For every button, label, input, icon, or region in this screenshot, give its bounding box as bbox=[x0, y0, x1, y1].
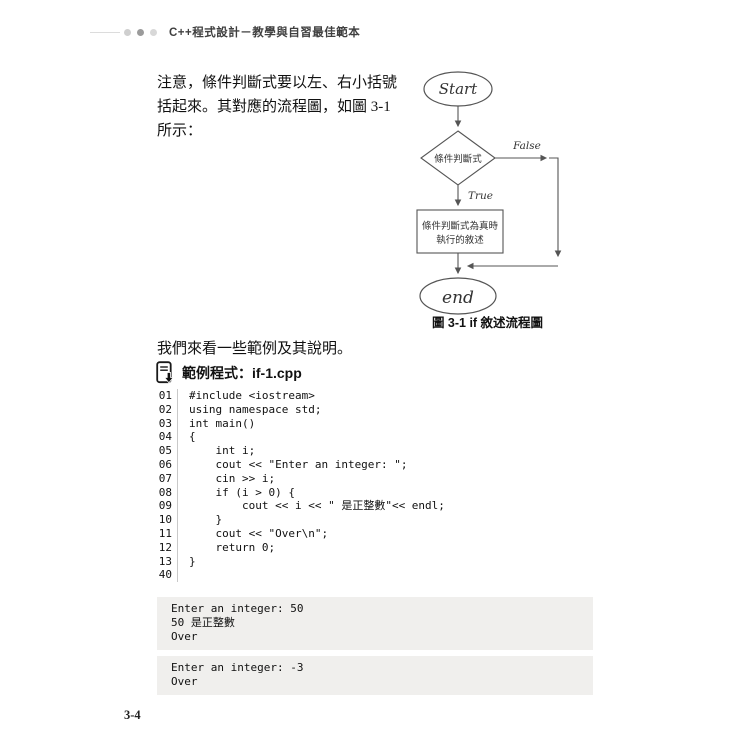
code-line: 09 cout << i << " 是正整數"<< endl; bbox=[158, 499, 445, 514]
example-title: 範例程式：if-1.cpp bbox=[182, 364, 302, 381]
code-line: 08 if (i > 0) { bbox=[158, 485, 295, 500]
output-line: Enter an integer: -3 bbox=[171, 661, 304, 674]
false-label: False bbox=[512, 140, 541, 152]
example-heading: 範例程式：if-1.cpp bbox=[156, 361, 302, 384]
intro-line: 括起來。其對應的流程圖，如圖 3-1 bbox=[157, 99, 391, 115]
output-line: Enter an integer: 50 bbox=[171, 602, 304, 615]
header-rule bbox=[90, 31, 120, 33]
program-output-2: Enter an integer: -3 Over bbox=[157, 656, 593, 695]
intro-line: 所示： bbox=[157, 123, 203, 139]
page-number: 3-4 bbox=[124, 708, 141, 722]
header-dot bbox=[150, 28, 157, 36]
program-file-icon bbox=[156, 361, 175, 384]
true-label: True bbox=[468, 190, 493, 202]
header-dot bbox=[124, 28, 131, 36]
code-line: 12 return 0; bbox=[158, 540, 276, 555]
lead-text: 我們來看一些範例及其說明。 bbox=[157, 341, 353, 357]
process-box bbox=[416, 209, 504, 254]
output-line: Over bbox=[171, 675, 198, 688]
program-output-1: Enter an integer: 50 50 是正整數 Over bbox=[157, 597, 593, 650]
code-line: 13} bbox=[158, 554, 196, 569]
intro-line: 注意，條件判斷式要以左、右小括號 bbox=[157, 75, 398, 91]
flowchart-canvas: Start 條件判斷式 False True 條件判斷式為真時 執行的敘述 en… bbox=[416, 71, 562, 315]
code-line: 05 int i; bbox=[158, 444, 256, 458]
start-label: Start bbox=[439, 80, 478, 98]
code-line: 07 cin >> i; bbox=[158, 471, 276, 486]
output-line: 50 是正整數 bbox=[171, 616, 235, 629]
code-line: 40 bbox=[157, 568, 445, 583]
if-flowchart: Start 條件判斷式 False True 條件判斷式為真時 執行的敘述 en… bbox=[400, 58, 600, 318]
code-line: 01#include <iostream> bbox=[158, 389, 315, 403]
end-terminal bbox=[419, 277, 497, 315]
output-line: Over bbox=[171, 630, 198, 643]
intro-paragraph: 注意，條件判斷式要以左、右小括號 括起來。其對應的流程圖，如圖 3-1 所示： bbox=[157, 71, 397, 143]
page-header: C++程式設計－教學與自習最佳範本 bbox=[90, 25, 360, 39]
code-line: 06 cout << "Enter an integer: "; bbox=[158, 457, 408, 472]
figure-caption: 圖 3-1 if 敘述流程圖 bbox=[431, 316, 544, 330]
book-title: C++程式設計－教學與自習最佳範本 bbox=[169, 27, 361, 39]
end-label: end bbox=[442, 288, 474, 308]
header-dot bbox=[137, 28, 144, 36]
decision-label: 條件判斷式 bbox=[434, 153, 482, 165]
process-label-line1: 條件判斷式為真時 bbox=[422, 220, 499, 232]
false-downline bbox=[549, 157, 562, 258]
code-line: 10 } bbox=[158, 513, 223, 527]
code-line: 04{ bbox=[158, 430, 196, 445]
process-label-line2: 執行的敘述 bbox=[436, 234, 484, 246]
code-line: 11 cout << "Over\n"; bbox=[158, 526, 329, 541]
